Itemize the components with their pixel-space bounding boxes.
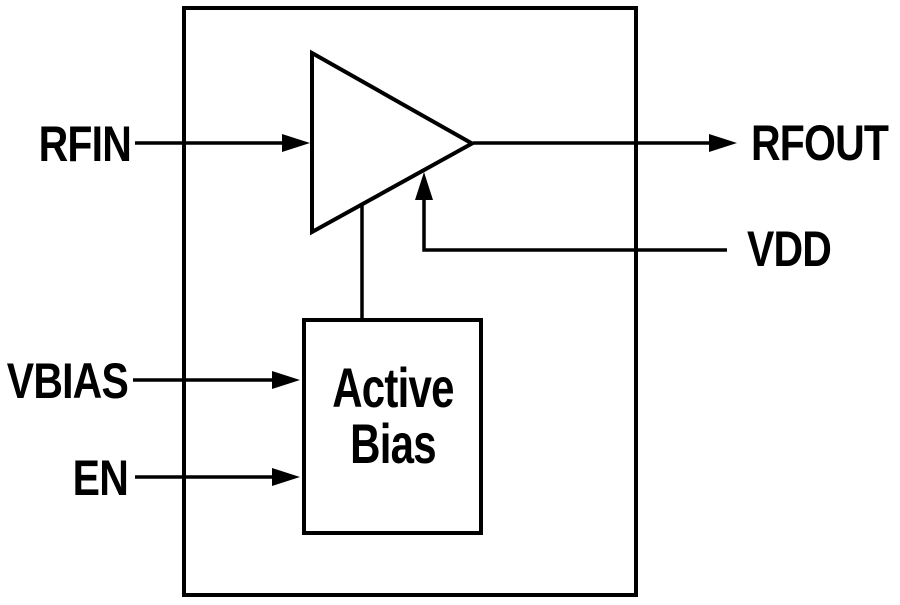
vbias-label: VBIAS [7,353,128,409]
active-bias-block [302,318,483,535]
rfout-label: RFOUT [751,115,889,171]
vbias-arrowhead-icon [272,371,300,389]
rfin-label: RFIN [39,116,131,172]
en-label: EN [73,450,128,506]
en-arrowhead-icon [272,468,300,486]
vdd-arrowhead-icon [415,172,433,200]
rfin-arrowhead-icon [282,134,310,152]
amplifier-triangle-icon [310,49,477,236]
active-bias-label-line2: Bias [350,413,436,475]
active-bias-label-line1: Active [332,357,454,419]
rfout-arrowhead-icon [709,134,737,152]
vdd-label: VDD [747,221,831,277]
vdd-wire [422,198,727,252]
